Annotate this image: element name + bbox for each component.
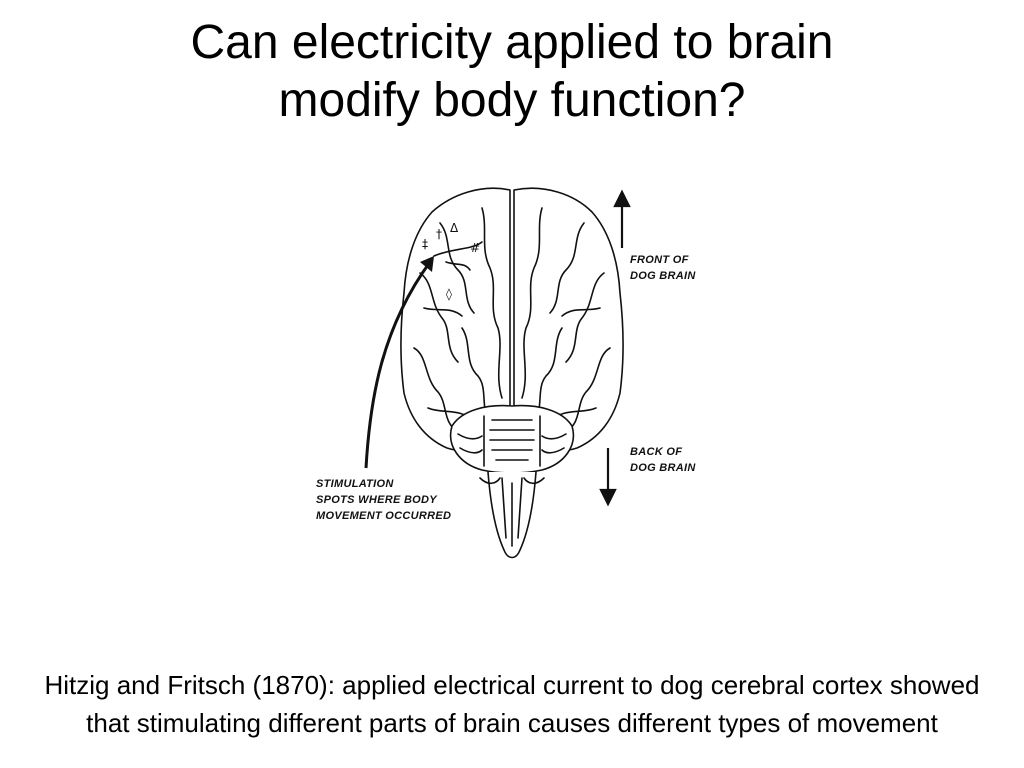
dog-brain-figure: † Δ ‡ # ◊ FRONT OF DOG BRAIN BACK OF DOG… <box>312 178 712 578</box>
front-of-dog-brain-label: FRONT OF DOG BRAIN <box>630 254 696 282</box>
title-line-2: modify body function? <box>278 74 746 127</box>
stim-symbol-dagger: † <box>436 227 442 241</box>
stim-symbol-hash: # <box>470 241 480 255</box>
title-line-1: Can electricity applied to brain <box>190 16 834 69</box>
back-of-dog-brain-label: BACK OF DOG BRAIN <box>630 446 696 474</box>
stimulation-spots-label: STIMULATION SPOTS WHERE BODY MOVEMENT OC… <box>316 478 452 522</box>
back-arrow-icon <box>599 448 617 507</box>
dog-brain-drawing: † Δ ‡ # ◊ <box>364 187 631 559</box>
stim-symbol-diamond: ◊ <box>446 287 452 301</box>
slide-title: Can electricity applied to brain modify … <box>40 14 984 130</box>
stim-symbol-delta: Δ <box>450 221 459 235</box>
stim-symbol-double-dagger: ‡ <box>422 237 428 251</box>
front-arrow-icon <box>613 189 631 248</box>
slide-caption: Hitzig and Fritsch (1870): applied elect… <box>44 670 980 738</box>
stimulation-arrow-icon <box>364 256 434 469</box>
